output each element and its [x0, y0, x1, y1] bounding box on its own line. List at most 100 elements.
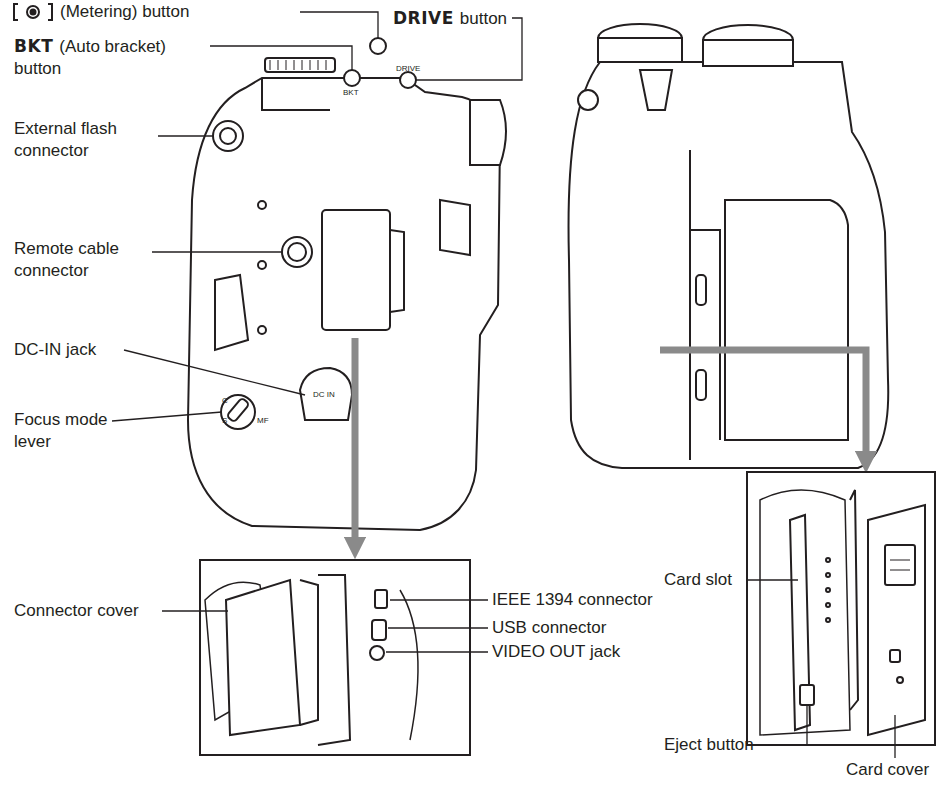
- view-arrow: [660, 350, 866, 462]
- printed-marking: S: [222, 416, 227, 425]
- card-slot-inset: [826, 603, 830, 607]
- card-slot-inset: [826, 573, 830, 577]
- metering-icon: [14, 4, 52, 20]
- camera-grip-view: [578, 90, 598, 110]
- camera-grip-view: [696, 370, 706, 400]
- part-label: VIDEO OUT jack: [492, 642, 620, 661]
- card-slot-inset: [800, 685, 814, 705]
- camera-side-view: [470, 100, 506, 165]
- camera-grip-view: [569, 24, 889, 468]
- camera-grip-view: [703, 40, 793, 66]
- camera-side-view: [282, 237, 312, 267]
- connector-inset: [318, 575, 350, 745]
- view-arrow: [660, 350, 866, 462]
- card-slot-inset: [747, 472, 935, 745]
- camera-grip-view: [689, 150, 691, 460]
- camera-side-view: [400, 72, 416, 88]
- part-label: DRIVE: [393, 8, 454, 28]
- part-label: button: [460, 9, 507, 28]
- connector-inset: [200, 560, 470, 755]
- connector-inset: [375, 590, 387, 608]
- printed-marking: C: [222, 396, 228, 405]
- part-label: DC-IN jack: [14, 340, 96, 359]
- printed-marking-group: DRIVE: [396, 64, 426, 73]
- leader-line: [748, 579, 798, 580]
- card-slot-inset: [890, 560, 910, 570]
- part-label-group: Remote cable connector: [14, 238, 149, 282]
- part-label: (Metering) button: [60, 2, 189, 21]
- camera-side-view: [258, 201, 266, 209]
- connector-inset: [300, 580, 318, 725]
- part-label: Card cover: [846, 760, 929, 779]
- camera-side-view: [288, 243, 306, 261]
- leader-line: [158, 135, 213, 136]
- camera-side-view: [215, 275, 248, 350]
- camera-side-view: [270, 60, 326, 70]
- card-slot-inset: [826, 588, 830, 592]
- camera-side-view: [213, 121, 243, 151]
- part-label: USB connector: [492, 618, 606, 637]
- part-label-group: DRIVE button: [393, 7, 523, 30]
- printed-marking-group: DC IN: [313, 390, 353, 399]
- part-label-group: Focus mode lever: [14, 409, 124, 453]
- part-label: BKT: [14, 36, 53, 56]
- camera-side-view: [221, 395, 255, 429]
- part-label-group: (Metering) button: [60, 1, 310, 23]
- leader-line: [390, 599, 488, 600]
- part-label: Remote cable connector: [14, 239, 119, 280]
- camera-side-view: [265, 58, 335, 72]
- printed-marking: MF: [257, 416, 269, 425]
- connector-inset: [372, 620, 386, 640]
- connector-inset: [200, 560, 470, 755]
- part-label-group: Eject button: [664, 734, 774, 756]
- part-label-group: IEEE 1394 connector: [492, 589, 692, 611]
- camera-side-view: [390, 230, 404, 312]
- leader-line: [124, 350, 305, 395]
- leader-line: [112, 412, 222, 421]
- leader-line: [112, 12, 895, 758]
- part-label-group: VIDEO OUT jack: [492, 641, 692, 663]
- metering-icon: [27, 6, 39, 18]
- part-label-group: DC-IN jack: [14, 339, 134, 361]
- leader-line: [162, 610, 228, 611]
- part-label: Connector cover: [14, 601, 139, 620]
- card-slot-inset: [897, 677, 903, 683]
- leader-line: [768, 706, 807, 745]
- camera-side-view: [344, 70, 360, 86]
- part-label-group: USB connector: [492, 617, 692, 639]
- camera-side-view: [300, 368, 352, 420]
- part-label: Focus mode lever: [14, 410, 108, 451]
- connector-inset: [400, 590, 418, 740]
- camera-side-view: [188, 38, 506, 530]
- camera-side-view: [258, 261, 266, 269]
- camera-side-view: [440, 200, 470, 255]
- camera-side-view: [220, 128, 236, 144]
- printed-marking-group: C: [222, 396, 232, 405]
- printed-marking-group: MF: [257, 416, 277, 425]
- camera-grip-view: [598, 38, 682, 62]
- card-slot-inset: [850, 490, 858, 710]
- part-label-group: BKT(Auto bracket) button: [14, 35, 214, 80]
- printed-marking-group: BKT: [343, 88, 367, 97]
- card-slot-inset: [890, 650, 900, 662]
- card-slot-inset: [747, 472, 935, 745]
- card-slot-inset: [826, 558, 830, 562]
- part-label: Eject button: [664, 735, 754, 754]
- metering-icon: [14, 4, 52, 20]
- view-arrow: [352, 338, 359, 548]
- metering-icon: [31, 10, 36, 15]
- camera-grip-view: [640, 70, 672, 110]
- camera-side-view: [188, 78, 500, 530]
- card-slot-inset: [885, 545, 915, 585]
- camera-side-view: [258, 326, 266, 334]
- printed-marking-group: S: [222, 416, 232, 425]
- part-label-group: External flash connector: [14, 118, 154, 162]
- printed-marking: DC IN: [313, 390, 335, 399]
- view-arrow: [352, 338, 359, 548]
- card-slot-inset: [826, 618, 830, 622]
- camera-side-view: [262, 78, 330, 110]
- printed-marking: BKT: [343, 88, 359, 97]
- camera-side-view: [370, 38, 386, 54]
- card-slot-inset: [868, 505, 925, 735]
